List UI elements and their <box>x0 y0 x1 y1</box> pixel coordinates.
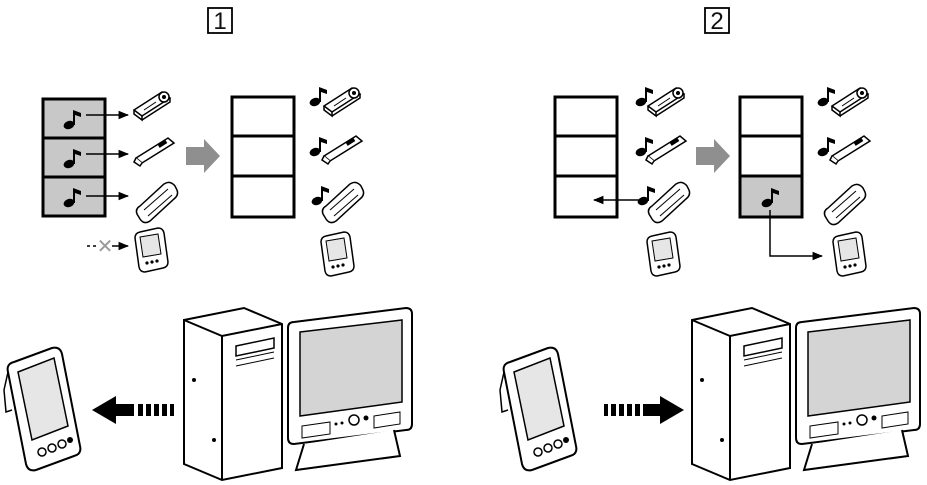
audio-player-icon <box>324 88 360 116</box>
destination-slot-stack <box>232 97 294 217</box>
step-2-panel: 2 <box>500 8 920 480</box>
music-note-icon <box>816 137 835 158</box>
audio-player-icon <box>322 182 363 222</box>
step-2-number-box: 2 <box>705 8 729 35</box>
step-1-number-box: 1 <box>208 8 232 35</box>
audio-player-icon <box>824 184 865 224</box>
transfer-block-arrow <box>696 139 730 173</box>
blocked-transfer: ✕ <box>87 236 128 258</box>
pda-icon <box>135 228 168 272</box>
music-note-icon <box>308 87 327 108</box>
transfer-block-arrow <box>186 139 220 173</box>
audio-player-icon <box>136 182 177 222</box>
pda-icon <box>321 232 354 276</box>
handheld-device-icon <box>4 348 80 471</box>
handheld-device-icon <box>500 348 576 471</box>
source-slot-stack <box>43 99 105 216</box>
audio-player-icon <box>832 88 868 116</box>
pda-icon <box>647 232 680 276</box>
dotted-block-arrow-left <box>92 396 174 424</box>
audio-player-icon <box>134 92 170 120</box>
audio-player-icon <box>648 88 684 116</box>
audio-player-icon <box>134 138 174 166</box>
audio-player-icon <box>648 182 689 222</box>
desktop-computer-icon <box>184 308 412 480</box>
pda-icon <box>833 232 866 276</box>
step-1-panel: 1 ✕ <box>4 8 412 480</box>
desktop-computer-icon <box>692 308 920 480</box>
cross-icon: ✕ <box>97 236 114 258</box>
music-note-icon <box>636 186 655 207</box>
audio-player-icon <box>322 136 362 164</box>
step-2-number: 2 <box>710 8 723 35</box>
music-note-icon <box>816 87 835 108</box>
destination-slot-stack <box>740 97 802 217</box>
step-1-number: 1 <box>213 8 226 35</box>
device-slot-stack <box>555 97 617 217</box>
audio-player-icon <box>830 136 870 164</box>
music-note-icon <box>310 186 329 207</box>
music-note-icon <box>308 137 327 158</box>
dotted-block-arrow-right <box>604 396 684 424</box>
